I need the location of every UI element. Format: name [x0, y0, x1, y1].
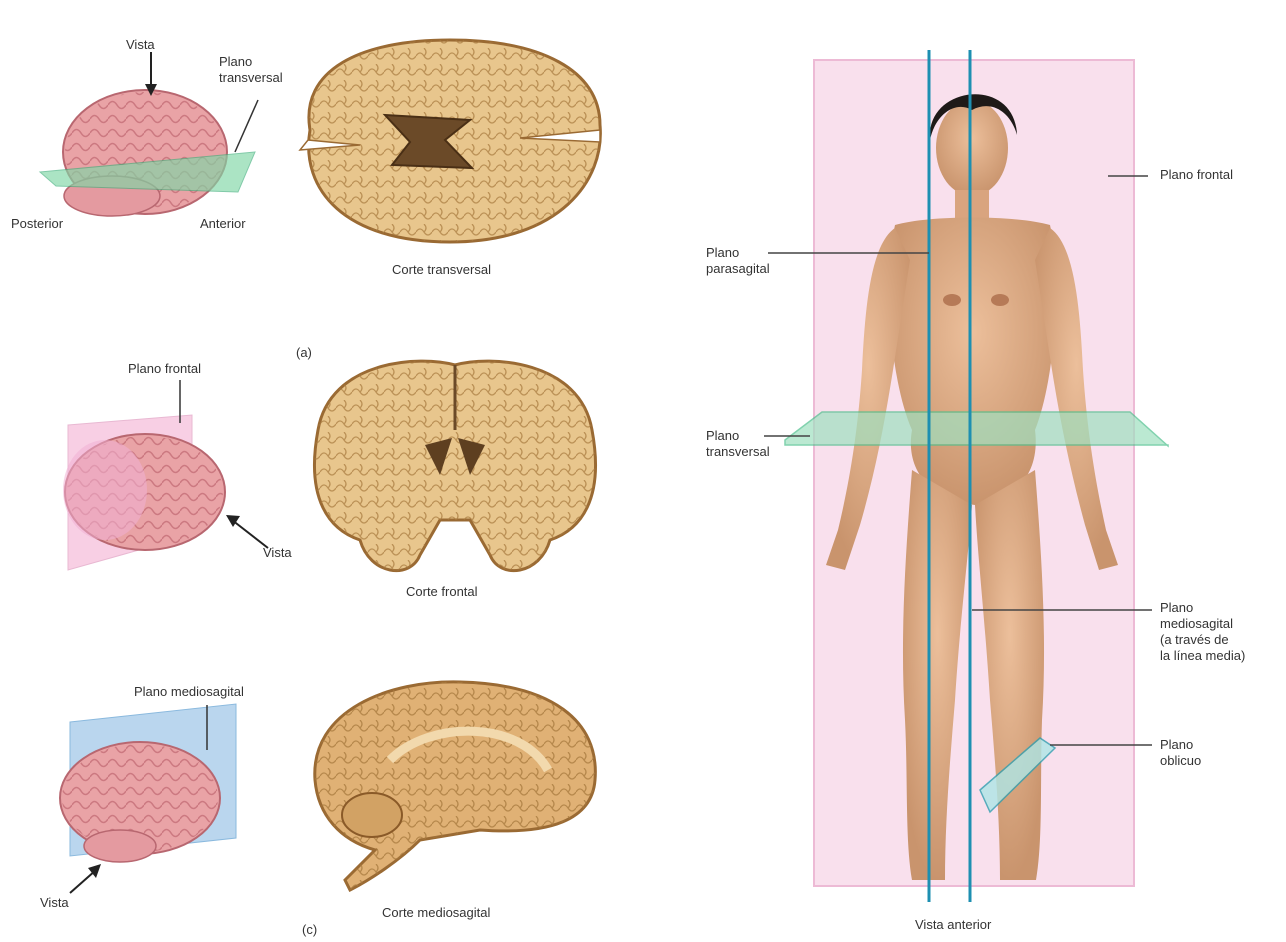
panel-c-view-arrow [70, 870, 96, 893]
midsagittal-section-caption: Corte mediosagital [382, 905, 490, 921]
panel-a-anterior-label: Anterior [200, 216, 246, 232]
transverse-section-caption: Corte transversal [392, 262, 491, 278]
panel-b-brain-3d [63, 434, 225, 550]
body-frontal-plane-label: Plano frontal [1160, 167, 1233, 183]
frontal-section-photo [314, 361, 595, 571]
panel-a-plane-leader [235, 100, 258, 152]
transverse-section-photo [300, 40, 600, 242]
frontal-section-caption: Corte frontal [406, 584, 478, 600]
body-transverse-plane [785, 412, 1168, 446]
panel-b-view-label: Vista [263, 545, 292, 561]
body-oblique-label: Plano oblicuo [1160, 737, 1201, 769]
body-caption: Vista anterior [915, 917, 991, 933]
panel-a-brain-3d [63, 90, 227, 216]
body-transverse-label: Plano transversal [706, 428, 770, 460]
panel-c-view-label: Vista [40, 895, 69, 911]
panel-a-posterior-label: Posterior [11, 216, 63, 232]
body-parasagittal-label: Plano parasagital [706, 245, 770, 277]
panel-a-letter: (a) [296, 345, 312, 361]
body-midsagittal-label: Plano mediosagital (a través de la línea… [1160, 600, 1245, 664]
panel-b-plane-label: Plano frontal [128, 361, 201, 377]
panel-c-plane-label: Plano mediosagital [134, 684, 244, 700]
panel-c-brain-3d [60, 742, 220, 862]
midsagittal-section-photo [315, 682, 596, 890]
panel-c-letter: (c) [302, 922, 317, 938]
panel-b-view-arrow [232, 520, 268, 548]
panel-a-view-label: Vista [126, 37, 155, 53]
panel-a-plane-label: Plano transversal [219, 54, 283, 86]
